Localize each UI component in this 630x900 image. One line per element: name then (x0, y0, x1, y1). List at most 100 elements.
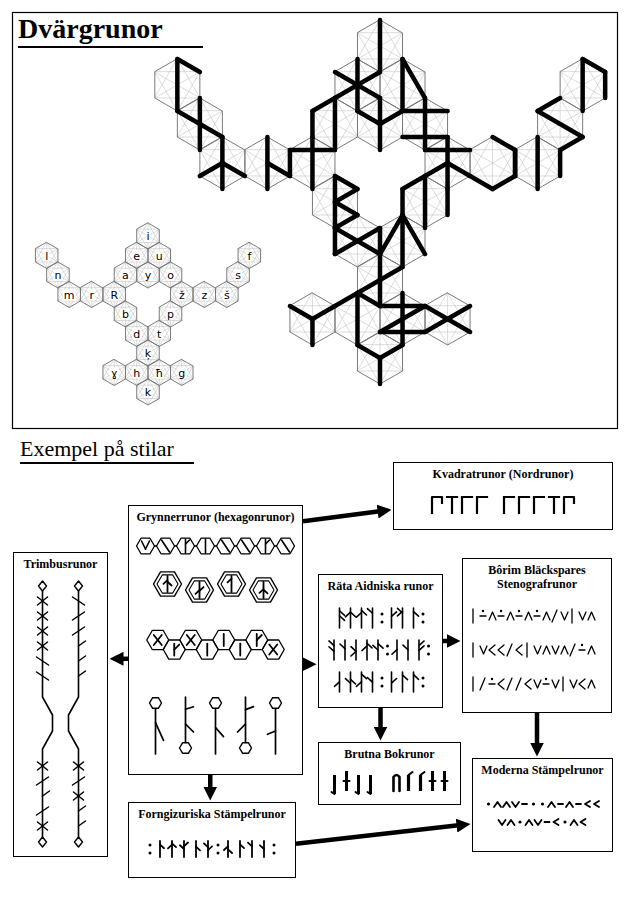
key-letter: i (145, 231, 150, 242)
hex-rune (150, 698, 162, 708)
arrow-connector (303, 511, 382, 521)
rune-stroke (552, 610, 557, 622)
rune-stroke (566, 802, 573, 807)
hex-guide (216, 282, 239, 308)
rune-stroke (154, 635, 162, 645)
style-name: Räta Aidniska runor (319, 575, 442, 594)
dwarf-rune-stroke (400, 59, 405, 111)
rune-stroke (227, 578, 231, 582)
dwarf-rune-stroke (333, 228, 338, 254)
dwarf-rune-stroke (357, 345, 380, 358)
hex-guide (137, 379, 160, 405)
panel-frame (13, 13, 618, 429)
dwarf-rune-stroke (470, 176, 493, 189)
dwarf-rune-stroke (267, 163, 290, 176)
hex-guide (357, 332, 402, 384)
hex-rune (154, 572, 182, 596)
hex-guide (380, 215, 425, 267)
rune-dot (386, 645, 389, 648)
dwarf-rune-stroke (335, 228, 380, 254)
rune-stroke (200, 587, 204, 591)
hex-guide (103, 360, 126, 386)
dwarf-rune-stroke (403, 176, 426, 189)
rune-stroke (74, 792, 84, 800)
hex-guide (47, 262, 70, 288)
rune-stroke (345, 613, 350, 618)
hex-cell (290, 137, 335, 189)
rune-dot (500, 610, 502, 612)
rune-stroke (38, 612, 48, 620)
hex-guide (245, 137, 290, 189)
rune-dot (427, 645, 430, 648)
hex-cell (227, 262, 250, 288)
hex-guide (148, 243, 171, 269)
hex-guide (171, 360, 194, 386)
key-letter: d (132, 328, 141, 339)
rune-stroke (561, 646, 568, 654)
dwarf-rune-stroke (403, 135, 448, 140)
rune-dot (217, 852, 220, 855)
rune-stroke (351, 647, 356, 652)
rune-stroke (594, 801, 599, 807)
rune-stroke (525, 679, 531, 689)
dwarf-rune-stroke (448, 163, 471, 176)
hex-cell (80, 282, 103, 308)
rune-stroke (73, 612, 85, 620)
rune-stroke (585, 801, 590, 807)
dwarf-rune-stroke (357, 111, 380, 124)
rune-stroke (282, 540, 290, 552)
dwarf-rune-stroke (177, 111, 222, 137)
style-sample (394, 492, 612, 518)
rune-stroke (407, 775, 410, 791)
hex-rune (221, 575, 242, 593)
hex-guide (80, 282, 103, 308)
rune-stroke (489, 645, 495, 655)
rune-stroke (159, 841, 161, 857)
dwarf-rune-stroke (378, 20, 383, 72)
hex-cell (238, 243, 261, 269)
hex-guide (290, 137, 335, 189)
rune-stroke (472, 643, 473, 657)
rune-stroke (522, 803, 527, 805)
hex-guide (290, 137, 335, 189)
arrow-connector (208, 775, 213, 791)
rune-stroke (246, 706, 254, 709)
rune-stroke (215, 709, 217, 754)
hex-guide (425, 293, 470, 345)
rune-stroke (472, 609, 473, 623)
hex-guide (137, 223, 160, 249)
rune-dot (541, 803, 544, 806)
rune-stroke (195, 841, 197, 857)
arrow-connector (535, 713, 540, 747)
key-letter: o (166, 270, 175, 281)
hex-guide (137, 340, 160, 366)
rune-stroke (534, 497, 544, 513)
rune-stroke (265, 539, 267, 553)
arrow-connector (303, 662, 307, 667)
rune-stroke (186, 540, 190, 544)
key-letter: R (109, 289, 119, 300)
hex-guide (137, 223, 160, 249)
hex-rune (262, 640, 284, 659)
style-box: Trimbusrunor (13, 552, 108, 857)
hex-guide (114, 301, 137, 327)
hex-guide (125, 321, 148, 347)
rune-dot (427, 653, 430, 656)
rune-stroke (403, 646, 408, 651)
hex-rune (186, 578, 214, 602)
hex-guide (380, 215, 425, 267)
rune-stroke (512, 802, 519, 807)
style-box: Räta Aidniska runor (318, 574, 443, 708)
rune-dot (386, 653, 389, 656)
hex-cell (357, 98, 402, 150)
hex-guide (148, 321, 171, 347)
rune-stroke (397, 609, 402, 614)
hex-guide (560, 59, 605, 111)
rune-stroke (548, 802, 555, 807)
hex-guide (148, 360, 171, 386)
rune-dot (422, 685, 425, 688)
hex-guide (125, 360, 148, 386)
rune-stroke (535, 820, 542, 825)
rune-stroke (373, 646, 378, 651)
rune-stroke (430, 780, 436, 782)
